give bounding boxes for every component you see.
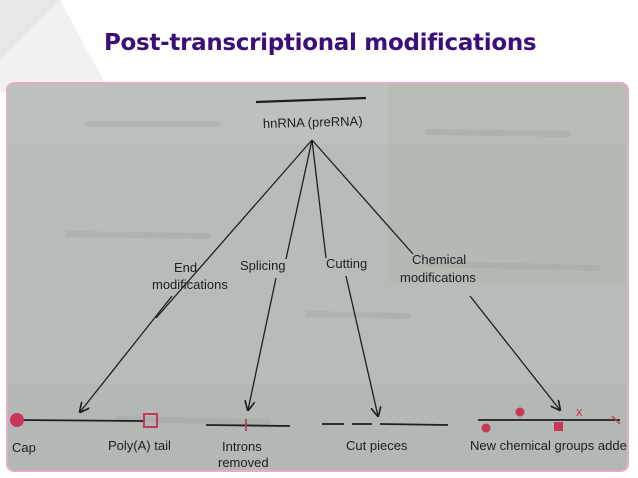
- cap-label: Cap: [12, 440, 36, 455]
- arrow-cutting: [345, 275, 378, 416]
- chemically-modified-rna: [478, 407, 621, 433]
- hnrna-bar: [255, 96, 367, 104]
- introns-label-line2: removed: [218, 455, 269, 470]
- branch-line-chemical-modifications: [311, 139, 414, 255]
- end-modified-rna: [10, 413, 158, 428]
- bleed-through-lines: [65, 121, 601, 425]
- corner-decoration: [0, 0, 110, 92]
- chemical-group-marker-1: [481, 423, 491, 433]
- diagram-canvas: hnRNA (preRNA) End modifications Splicin…: [8, 84, 627, 470]
- poly-a-tail-marker: [143, 413, 158, 428]
- arrow-splicing: [248, 277, 277, 410]
- diagram-photo: hnRNA (preRNA) End modifications Splicin…: [6, 82, 629, 472]
- spliced-rna: [205, 419, 291, 431]
- branch-label-chemical-line2: modifications: [400, 270, 476, 285]
- arrow-end-modifications: [80, 295, 173, 412]
- poly-a-tail-label: Poly(A) tail: [108, 438, 171, 453]
- introns-label-line1: Introns: [222, 439, 262, 454]
- cap-marker: [10, 413, 24, 427]
- root-label: hnRNA (preRNA): [263, 113, 363, 131]
- cut-rna-pieces: [322, 423, 449, 426]
- branch-lines: [155, 139, 414, 319]
- arrow-chemical-modifications: [469, 295, 560, 410]
- branch-label-splicing: Splicing: [240, 258, 286, 273]
- branch-line-splicing: [285, 139, 313, 260]
- new-chemical-groups-label: New chemical groups added: [470, 438, 627, 453]
- branch-label-chemical-line1: Chemical: [412, 252, 466, 267]
- branch-line-cutting: [311, 139, 327, 259]
- branch-label-end-line1: End: [174, 260, 197, 275]
- chemical-group-x-mark: x: [576, 404, 583, 419]
- chemical-group-marker-3: [554, 422, 563, 431]
- branch-line-end-modifications: [155, 139, 313, 319]
- branch-label-end-line2: modifications: [152, 277, 228, 292]
- cut-pieces-label: Cut pieces: [346, 438, 408, 453]
- outcome-arrows: [80, 275, 560, 416]
- slide-title: Post-transcriptional modifications: [104, 30, 537, 56]
- chemical-group-marker-2: [515, 407, 525, 417]
- branch-label-cutting: Cutting: [326, 256, 367, 271]
